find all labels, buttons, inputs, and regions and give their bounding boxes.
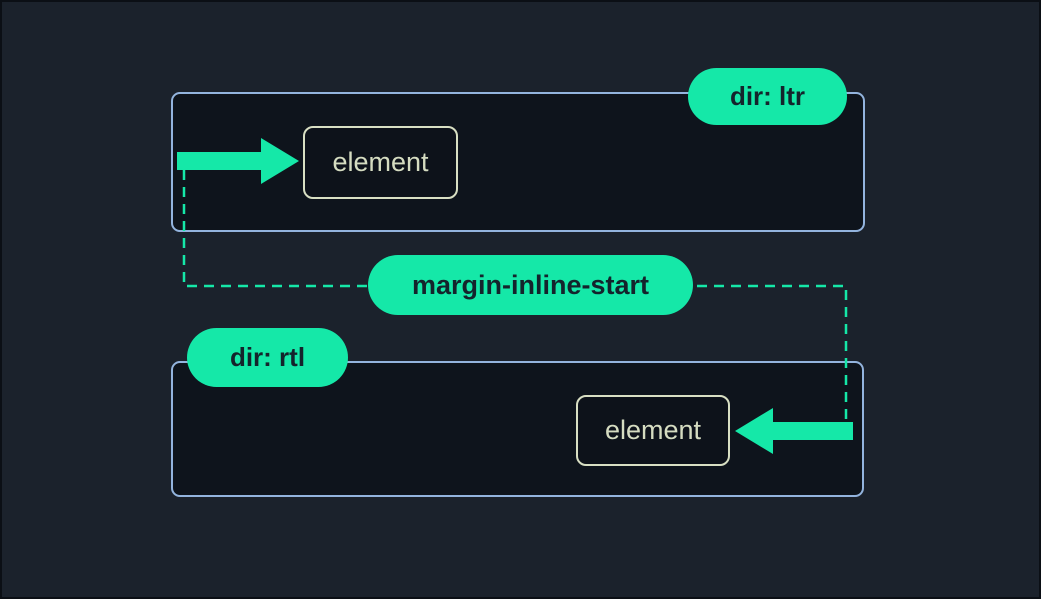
rtl-element-box: element xyxy=(576,395,730,466)
margin-inline-start-label-pill: margin-inline-start xyxy=(368,255,693,315)
dir-rtl-badge: dir: rtl xyxy=(187,328,348,387)
ltr-element-box: element xyxy=(303,126,458,199)
dir-ltr-badge: dir: ltr xyxy=(688,68,847,125)
rtl-element-label: element xyxy=(604,415,702,445)
ltr-element-label: element xyxy=(332,147,429,177)
